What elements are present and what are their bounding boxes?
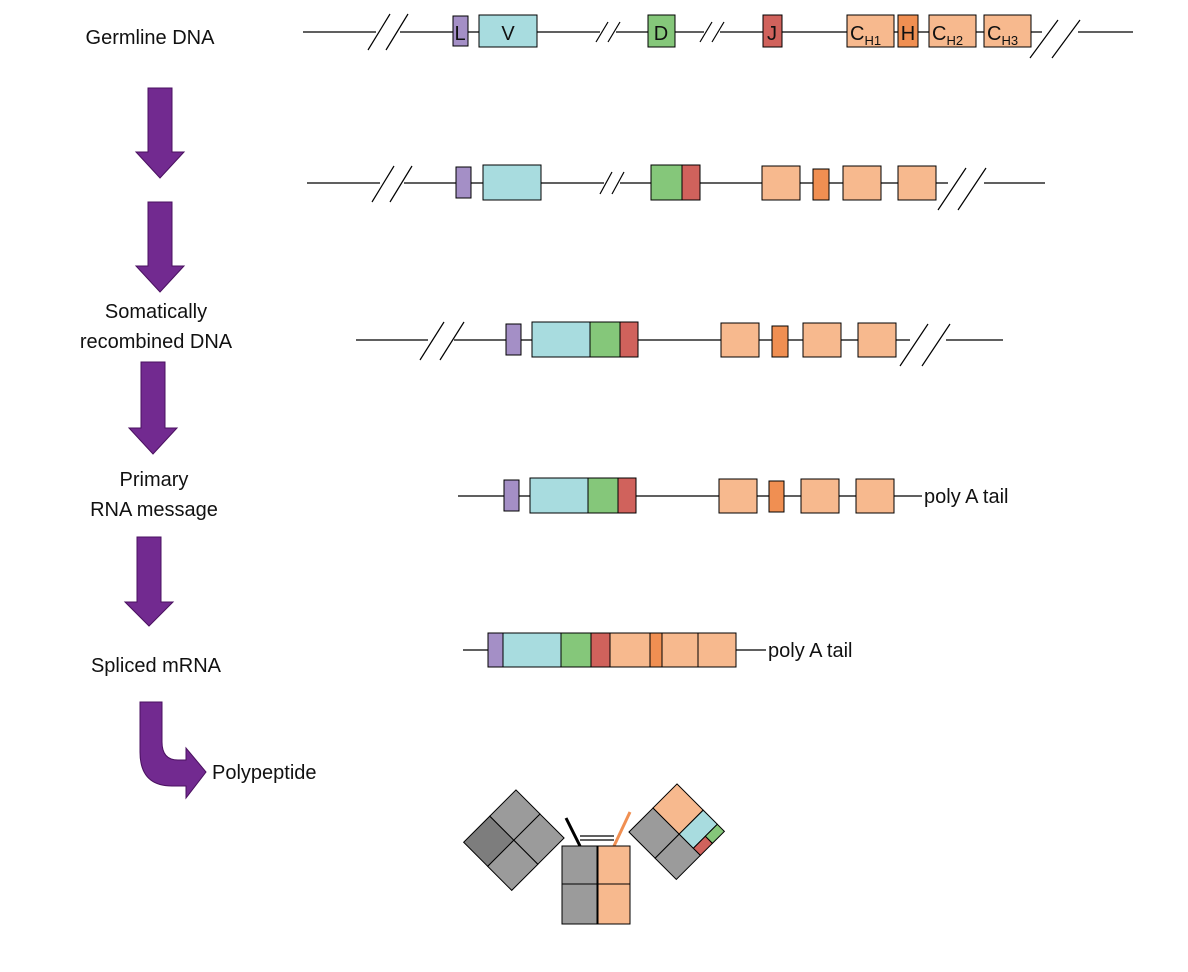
antibody-icon <box>462 783 726 925</box>
antibody-right-arm <box>628 783 726 881</box>
segment-leader-row2 <box>455 166 472 199</box>
segment-variable-row2 <box>482 164 542 201</box>
segment-hinge-row2 <box>812 168 830 201</box>
segment-ch3 <box>983 14 1032 48</box>
stage-somatic-line1: Somatically <box>105 301 207 323</box>
segment-ch3-row3 <box>857 322 897 358</box>
segment-variable-row4 <box>529 477 589 514</box>
segment-ch1-row4 <box>718 478 758 514</box>
segment-leader-row3 <box>505 323 522 356</box>
segment-variable-row5 <box>502 632 562 668</box>
segment-ch1-row2 <box>761 165 801 201</box>
segment-ch3-row2 <box>897 165 937 201</box>
poly-a-tail-primary: poly A tail <box>924 486 1009 508</box>
segment-joining-row5 <box>590 632 611 668</box>
segment-hinge-row3 <box>771 325 789 358</box>
label-H: H <box>901 23 915 45</box>
segment-joining <box>762 14 783 48</box>
segment-hinge-row4 <box>768 480 785 513</box>
segment-diversity-row5 <box>560 632 592 668</box>
segment-joining-row3 <box>619 321 639 358</box>
antibody-left-arm <box>462 789 565 892</box>
stage-germline-dna: Germline DNA <box>86 27 216 49</box>
segment-ch1-row3 <box>720 322 760 358</box>
antibody-stem-left-upper <box>561 845 598 885</box>
segment-ch3-row5 <box>697 632 737 668</box>
germline-dna-track: L V D J CH1 H CH2 CH3 <box>303 13 1133 59</box>
segment-hinge <box>897 14 919 48</box>
segment-ch2 <box>928 14 977 48</box>
segment-variable <box>478 14 538 48</box>
primary-rna-track: poly A tail <box>458 477 1009 514</box>
segment-ch2-row3 <box>802 322 842 358</box>
stage-primary-line2: RNA message <box>90 499 218 521</box>
down-arrow-3 <box>127 361 179 455</box>
curved-arrow <box>139 701 207 800</box>
stage-spliced-mrna: Spliced mRNA <box>91 655 222 677</box>
segment-hinge-row5 <box>649 632 663 668</box>
stage-primary-line1: Primary <box>120 469 189 491</box>
label-D: D <box>654 23 668 45</box>
somatic-dna-track <box>356 321 1003 367</box>
segment-ch2-row4 <box>800 478 840 514</box>
spliced-mrna-track: poly A tail <box>463 632 853 668</box>
antibody-stem-left-lower <box>561 883 598 925</box>
down-arrow-4 <box>123 536 175 627</box>
down-arrow-2 <box>134 201 186 293</box>
segment-ch3-row4 <box>855 478 895 514</box>
segment-variable-row3 <box>531 321 591 358</box>
segment-diversity-row3 <box>589 321 621 358</box>
stage-somatic-line2: recombined DNA <box>80 331 233 353</box>
segment-ch2-row2 <box>842 165 882 201</box>
segment-leader <box>452 15 469 47</box>
segment-joining-row2 <box>681 164 701 201</box>
dj-joined-track <box>307 164 1045 211</box>
segment-diversity-row4 <box>587 477 619 514</box>
segment-ch2-row5 <box>661 632 699 668</box>
label-V: V <box>501 23 515 45</box>
segment-leader-row5 <box>487 632 504 668</box>
label-J: J <box>767 23 777 45</box>
segment-ch1-row5 <box>609 632 651 668</box>
label-CH1: CH1 <box>850 23 881 48</box>
segment-leader-row4 <box>503 479 520 512</box>
stage-polypeptide: Polypeptide <box>212 762 317 784</box>
label-CH2: CH2 <box>932 23 963 48</box>
poly-a-tail-spliced: poly A tail <box>768 640 853 662</box>
segment-diversity-row2 <box>650 164 683 201</box>
segment-joining-row4 <box>617 477 637 514</box>
label-L: L <box>454 23 465 45</box>
segment-ch1 <box>846 14 895 48</box>
label-CH3: CH3 <box>987 23 1018 48</box>
down-arrow-1 <box>134 87 186 179</box>
antibody-stem-right-lower <box>597 883 631 925</box>
segment-diversity <box>647 14 676 48</box>
antibody-stem-right-upper <box>597 845 631 885</box>
